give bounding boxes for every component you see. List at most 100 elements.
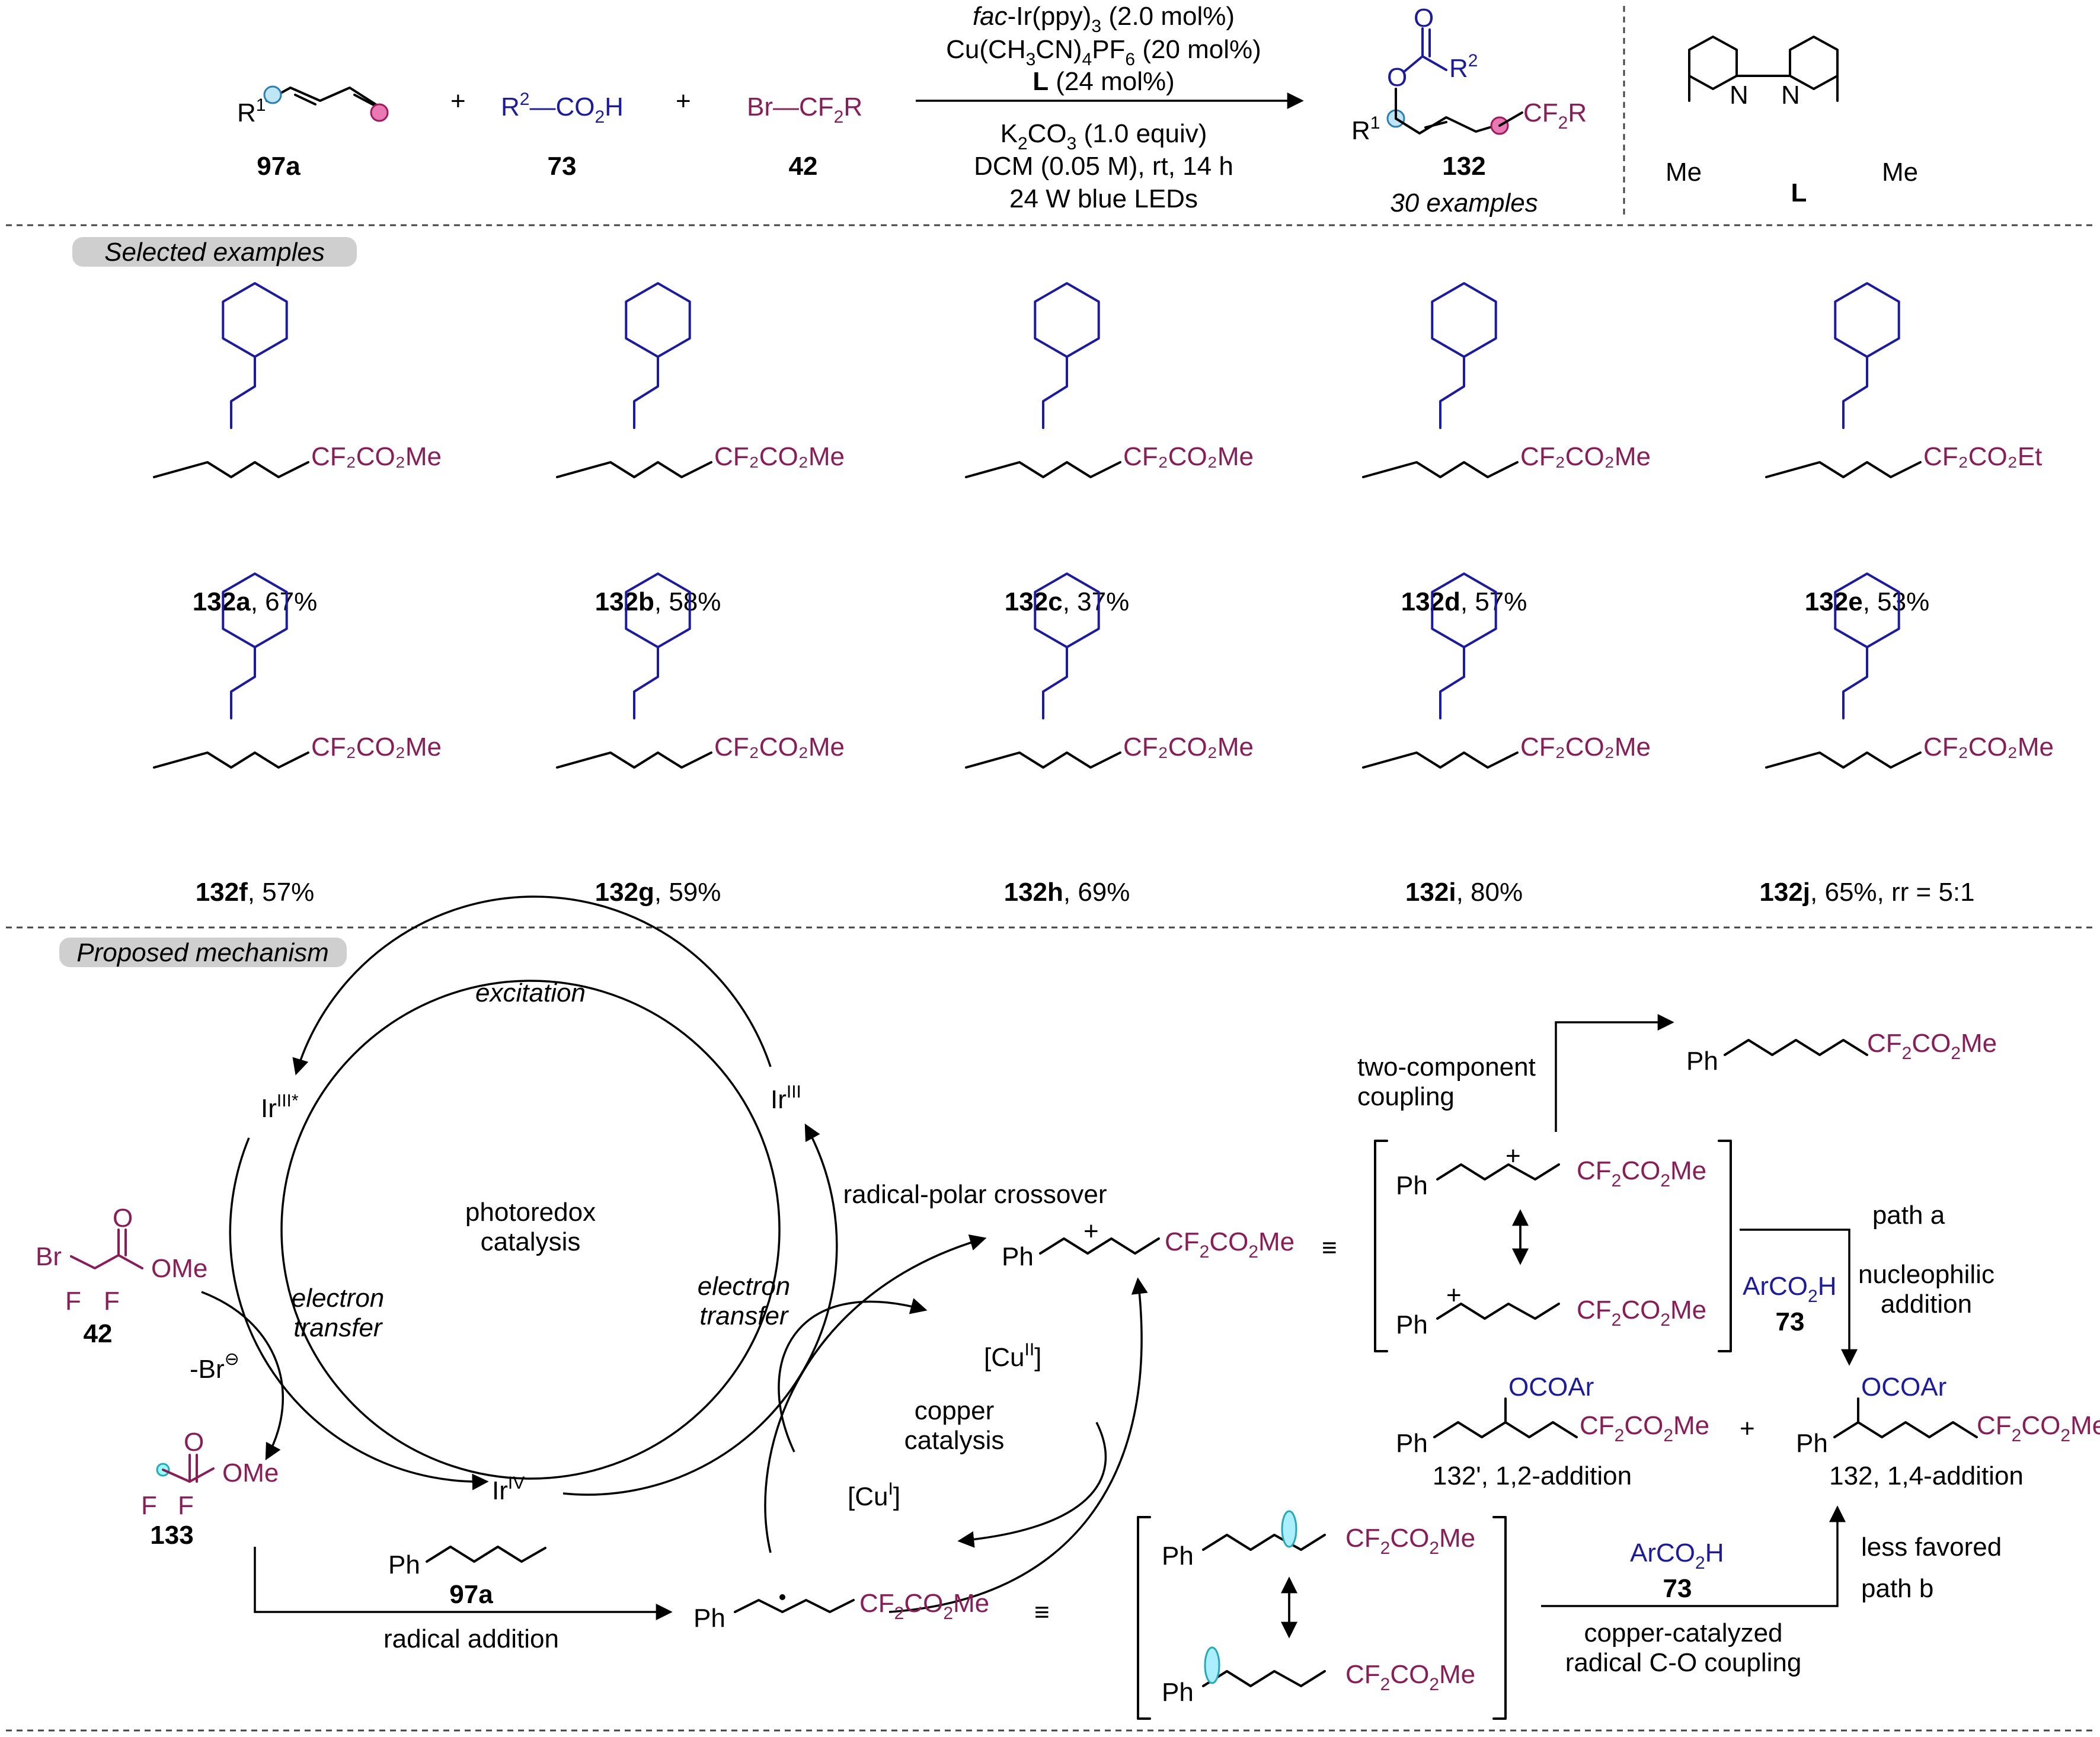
alkene-chain	[1362, 751, 1519, 769]
svg-text:fac-Ir(ppy)3 (2.0 mol%): fac-Ir(ppy)3 (2.0 mol%)	[973, 2, 1235, 36]
alkene-chain	[965, 461, 1121, 478]
svg-text:path a: path a	[1872, 1201, 1945, 1230]
ir-star-label: IrIII*	[261, 1091, 299, 1123]
allyl-radical: Ph CF2CO2Me ≡	[693, 1589, 1050, 1633]
ester-bond	[1439, 356, 1465, 429]
label-73: 73	[548, 152, 577, 181]
example-caption: 132h, 69%	[1004, 878, 1130, 907]
label-132: 132	[1442, 152, 1485, 181]
svg-text:radical C-O coupling: radical C-O coupling	[1565, 1648, 1802, 1677]
product-132: R1 CF2R O O R2 132 30 examples	[1351, 4, 1587, 217]
alkene-chain	[153, 461, 309, 478]
radical-133: O OMe F F 133 radical addition	[141, 1428, 673, 1653]
svg-text:CF2CO2Me: CF2CO2Me	[1867, 1029, 1997, 1063]
example-caption: 132j, 65%, rr = 5:1	[1759, 878, 1974, 907]
svg-text:R1: R1	[237, 95, 266, 127]
svg-text:transfer: transfer	[699, 1301, 790, 1330]
svg-text:Ph: Ph	[1162, 1678, 1194, 1707]
svg-text:CF2CO2Me: CF2CO2Me	[1580, 1411, 1709, 1445]
copper-cycle: [CuII] copper catalysis [CuI]	[764, 1234, 1148, 1613]
svg-text:Ph: Ph	[693, 1604, 725, 1633]
svg-text:CF2CO2Me: CF2CO2Me	[1577, 1156, 1706, 1191]
svg-text:≡: ≡	[1322, 1233, 1337, 1262]
allyl-cation: radical-polar crossover Ph + CF2CO2Me ≡	[843, 1180, 1337, 1271]
alkene-chain	[965, 751, 1121, 769]
label-42: 42	[789, 152, 818, 181]
svg-text:radical addition: radical addition	[383, 1624, 559, 1653]
svg-text:F: F	[104, 1287, 120, 1316]
svg-text:OMe: OMe	[151, 1254, 207, 1283]
aryl-ring	[1034, 282, 1100, 358]
svg-text:Ph: Ph	[1796, 1429, 1828, 1458]
svg-text:addition: addition	[1881, 1290, 1972, 1319]
section-title-mechanism: Proposed mechanism	[76, 938, 329, 967]
ester-bond	[1042, 646, 1068, 719]
svg-text:OMe: OMe	[222, 1458, 279, 1488]
svg-text:+: +	[450, 87, 466, 116]
example-caption: 132i, 80%	[1405, 878, 1523, 907]
cf2-group: CF₂CO₂Me	[1520, 442, 1651, 471]
svg-text:transfer: transfer	[293, 1313, 383, 1342]
svg-text:CF2CO2Me: CF2CO2Me	[859, 1589, 989, 1623]
svg-text:CF2R: CF2R	[1523, 98, 1587, 133]
cf2-group: CF₂CO₂Me	[1123, 442, 1254, 471]
cf2-group: CF₂CO₂Me	[714, 442, 845, 471]
svg-text:N: N	[1730, 81, 1749, 110]
ester-bond	[633, 646, 659, 719]
svg-text:Me: Me	[1882, 158, 1918, 187]
ester-bond	[230, 646, 256, 719]
product-12-addition: Ph OCOAr CF2CO2Me 132', 1,2-addition +	[1396, 1373, 1755, 1490]
svg-text:132', 1,2-addition: 132', 1,2-addition	[1433, 1461, 1632, 1490]
example-caption: 132b, 58%	[595, 587, 721, 616]
svg-text:ArCO2H: ArCO2H	[1743, 1272, 1836, 1306]
svg-text:≡: ≡	[1034, 1598, 1050, 1627]
product-note: 30 examples	[1390, 188, 1538, 217]
svg-text:CF2CO2Me: CF2CO2Me	[1165, 1227, 1294, 1262]
svg-text:nucleophilic: nucleophilic	[1858, 1260, 1994, 1289]
svg-text:L (24 mol%): L (24 mol%)	[1033, 67, 1175, 96]
ester-bond	[1439, 646, 1465, 719]
svg-text:CF2CO2Me: CF2CO2Me	[1577, 1295, 1706, 1330]
svg-text:electron: electron	[292, 1284, 385, 1313]
substrate-97a: R1 97a	[237, 85, 389, 181]
svg-text:Ph: Ph	[1396, 1171, 1428, 1200]
svg-text:catalysis: catalysis	[904, 1426, 1005, 1455]
alkene-chain	[1362, 461, 1519, 478]
cu1-label: [CuI]	[848, 1479, 900, 1511]
section-tag-examples	[72, 237, 357, 267]
alkene-chain	[1765, 751, 1922, 769]
ligand-L: N N Me Me L	[1666, 36, 1918, 207]
cation-resonance: Ph + CF2CO2Me Ph + CF2CO2Me	[1374, 1140, 1732, 1352]
svg-text:Me: Me	[1666, 158, 1702, 187]
ester-bond	[1042, 356, 1068, 429]
svg-text:less favored: less favored	[1861, 1533, 2002, 1562]
svg-text:OCOAr: OCOAr	[1861, 1373, 1946, 1402]
svg-text:O: O	[113, 1204, 133, 1233]
svg-text:Ph: Ph	[1686, 1047, 1718, 1076]
svg-text:+: +	[1506, 1141, 1521, 1170]
svg-text:O: O	[1414, 4, 1434, 33]
label-97a: 97a	[257, 152, 301, 181]
cf2-group: CF₂CO₂Me	[1520, 732, 1651, 762]
conditions-top: fac-Ir(ppy)3 (2.0 mol%) Cu(CH3CN)4PF6 (2…	[946, 2, 1261, 96]
section-title-examples: Selected examples	[104, 238, 325, 267]
svg-text:+: +	[1446, 1281, 1462, 1310]
svg-text:CF2CO2Me: CF2CO2Me	[1345, 1660, 1475, 1694]
aryl-ring	[1834, 282, 1900, 358]
svg-text:F: F	[141, 1491, 157, 1520]
ester-bond	[1842, 356, 1868, 429]
alkene-chain	[556, 461, 712, 478]
path-b: ArCO2H 73 copper-catalyzed radical C-O c…	[1541, 1505, 2002, 1677]
svg-text:+: +	[676, 87, 691, 116]
cf2-group: CF₂CO₂Me	[311, 442, 442, 471]
svg-text:73: 73	[1663, 1574, 1692, 1603]
svg-text:catalysis: catalysis	[481, 1227, 581, 1256]
svg-text:F: F	[178, 1491, 194, 1520]
svg-text:Ph: Ph	[1162, 1541, 1194, 1570]
cf2-group: CF₂CO₂Me	[714, 732, 845, 762]
reaction-scheme: R1 97a + R2—CO2H 73 + Br—CF2R 42 fac-Ir(…	[237, 2, 1918, 219]
